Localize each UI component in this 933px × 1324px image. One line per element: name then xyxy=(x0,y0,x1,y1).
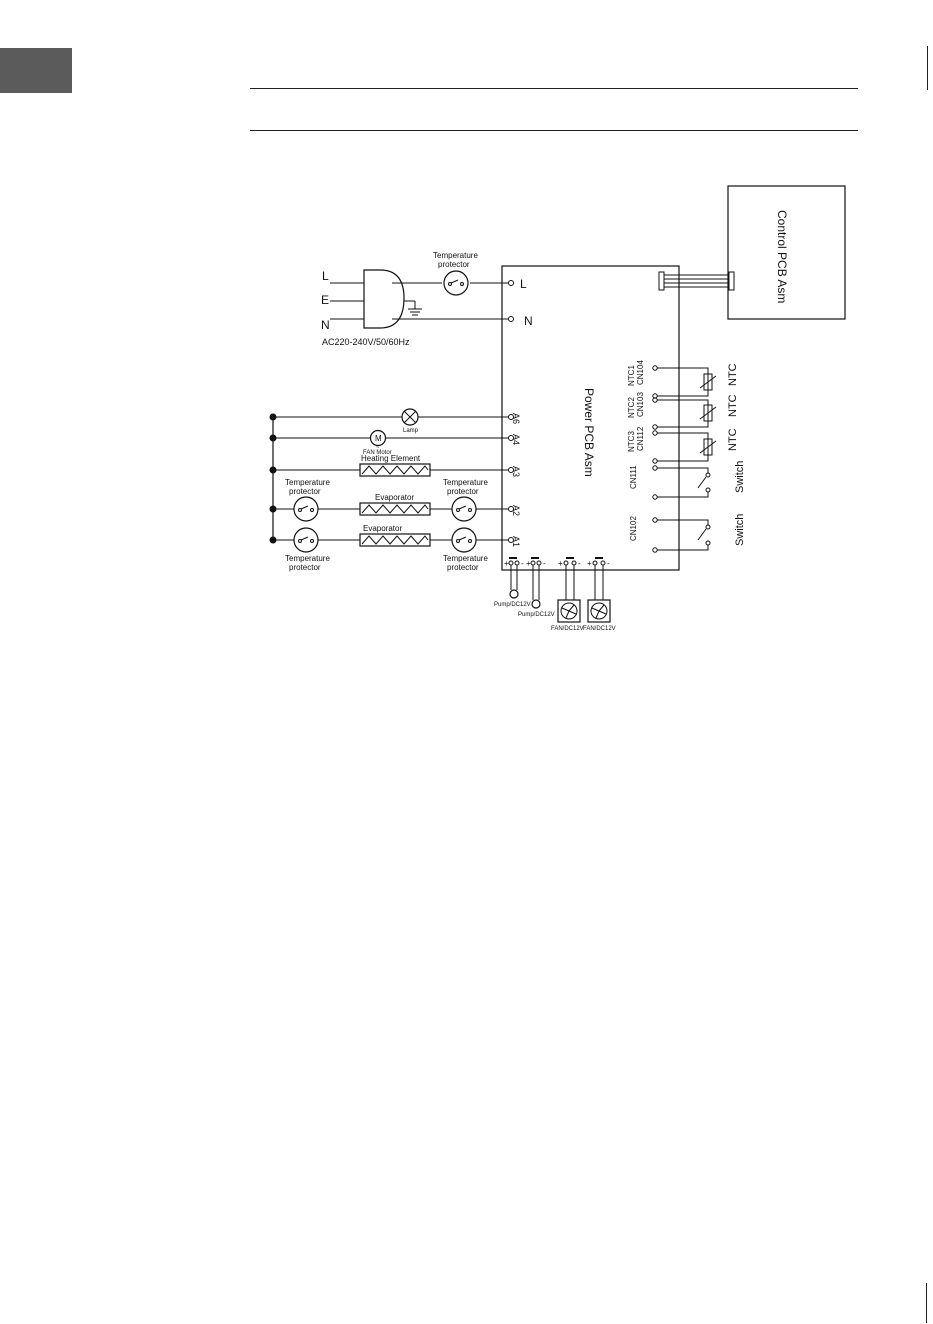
thermal-protector-symbol xyxy=(451,527,477,553)
minus-sign-3: - xyxy=(578,559,581,568)
thermal-protector-symbol xyxy=(451,496,477,522)
plus-sign-2: + xyxy=(526,559,531,568)
term-a1-label: A1 xyxy=(511,536,521,547)
cn104-label: CN104 xyxy=(636,360,645,385)
fan-motor-icon xyxy=(369,429,387,447)
lamp-label: Lamp xyxy=(403,428,419,434)
supply-label-e: E xyxy=(321,293,329,307)
pump-2-label: Pump/DC12V xyxy=(518,612,555,618)
evaporator-2-label: Evaporator xyxy=(363,524,402,533)
pump-1-icon xyxy=(509,589,519,599)
tp-left-upper-2: protector xyxy=(289,487,321,496)
fan-motor-label: FAN Motor xyxy=(363,450,392,456)
heating-element-label: Heating Element xyxy=(361,454,421,463)
cn102-label: CN102 xyxy=(629,516,638,541)
term-a2-label: A2 xyxy=(511,505,521,516)
tp-right-lower-1: Temperature xyxy=(443,554,488,563)
minus-sign-4: - xyxy=(607,559,610,568)
evaporator-heater-symbol xyxy=(359,502,431,516)
heating-element-symbol xyxy=(359,463,431,477)
tp-right-lower-2: protector xyxy=(447,563,479,572)
power-pcb-box xyxy=(501,265,680,571)
fan-2-label: FAN/DC12V xyxy=(583,626,616,632)
tp-left-lower-2: protector xyxy=(289,563,321,572)
plus-sign-1: + xyxy=(504,559,509,568)
minus-sign-2: - xyxy=(543,559,546,568)
header-rule-top xyxy=(250,88,858,89)
supply-rating: AC220-240V/50/60Hz xyxy=(322,337,410,347)
pump-2-icon xyxy=(531,599,541,609)
term-a3-label: A3 xyxy=(511,466,521,477)
thermal-protector-symbol xyxy=(443,270,469,296)
thermal-protector-symbol xyxy=(293,527,319,553)
term-a6-label: A6 xyxy=(511,413,521,424)
control-pcb-label: Control PCB Asm xyxy=(775,210,789,303)
cn111-label: CN111 xyxy=(629,465,638,489)
header-rule-bottom xyxy=(250,130,858,131)
tp-left-upper-1: Temperature xyxy=(285,478,330,487)
control-pcb-box xyxy=(727,185,846,320)
ntc-label-c: NTC xyxy=(727,428,739,451)
fan-1-label: FAN/DC12V xyxy=(551,626,584,632)
plus-sign-4: + xyxy=(587,559,592,568)
dc-outputs xyxy=(508,557,606,600)
supply-label-n: N xyxy=(321,318,330,332)
plus-sign-3: + xyxy=(558,559,563,568)
term-n-label: N xyxy=(524,314,533,328)
thermal-protector-symbol xyxy=(293,496,319,522)
switch-label-a: Switch xyxy=(734,461,746,493)
tp-top-label-2: protector xyxy=(438,260,470,269)
term-a4-label: A4 xyxy=(511,434,521,445)
ntc-label-b: NTC xyxy=(727,394,739,417)
pump-1-label: Pump/DC12V xyxy=(494,602,531,608)
neutral-bus xyxy=(269,413,277,544)
lamp-icon xyxy=(401,408,419,426)
tp-left-lower-1: Temperature xyxy=(285,554,330,563)
cn103-label: CN103 xyxy=(636,392,645,417)
margin-rule-bottom xyxy=(926,1283,927,1323)
evaporator-1-label: Evaporator xyxy=(375,493,414,502)
mains-plug xyxy=(330,269,514,329)
tp-right-upper-2: protector xyxy=(447,487,479,496)
tp-right-upper-1: Temperature xyxy=(443,478,488,487)
switch-label-b: Switch xyxy=(734,514,746,546)
ntc-label-a: NTC xyxy=(727,363,739,386)
fan-1-icon xyxy=(557,599,581,623)
fan-motor-symbol: M xyxy=(375,434,382,443)
ntc-sensor-wiring xyxy=(652,365,717,464)
ntc2-label: NTC2 xyxy=(627,397,636,418)
fan-motor-sub: ~ xyxy=(376,445,380,451)
minus-sign-1: - xyxy=(521,559,524,568)
switch-wiring xyxy=(652,465,711,553)
supply-label-l: L xyxy=(322,269,329,283)
fan-2-icon xyxy=(587,599,611,623)
tp-top-label-1: Temperature xyxy=(433,251,478,260)
power-pcb-label: Power PCB Asm xyxy=(582,388,596,477)
section-tab xyxy=(0,48,72,93)
ntc3-label: NTC3 xyxy=(627,431,636,452)
cn112-label: CN112 xyxy=(636,426,645,451)
ntc1-label: NTC1 xyxy=(627,365,636,386)
term-l-label: L xyxy=(520,277,527,291)
ribbon-cable xyxy=(658,271,735,291)
evaporator-heater-symbol xyxy=(359,533,431,547)
margin-rule-top xyxy=(927,46,928,90)
